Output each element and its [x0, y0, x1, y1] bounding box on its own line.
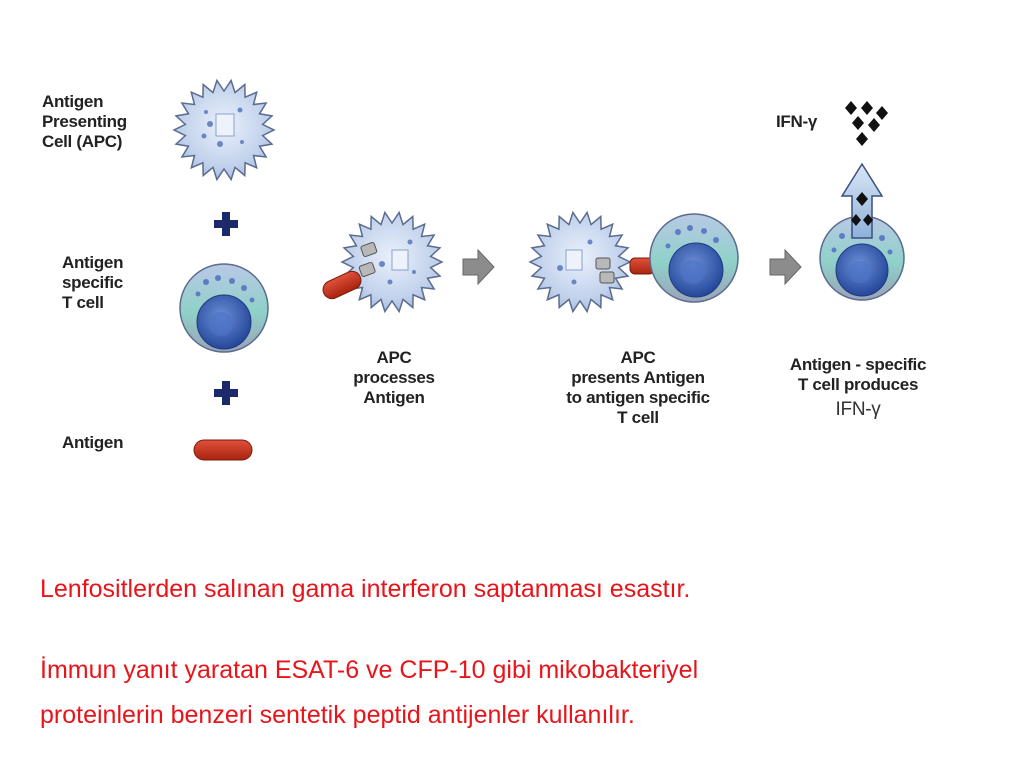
step2-caption: APC presents Antigen to antigen specific… — [566, 348, 710, 427]
antigen-icon — [322, 270, 362, 300]
apc-label: Antigen Presenting Cell (APC) — [42, 92, 127, 151]
step1-caption: APC processes Antigen — [353, 348, 435, 407]
t-cell-icon — [179, 263, 269, 353]
plus-icon — [214, 212, 238, 236]
antigen-label: Antigen — [62, 433, 124, 452]
t-cell-producing-icon — [819, 215, 905, 301]
t-cell-label: Antigen specific T cell — [62, 253, 124, 312]
text-line-2: İmmun yanıt yaratan ESAT-6 ve CFP-10 gib… — [40, 656, 699, 684]
ifn-gamma-label: IFN-γ — [776, 112, 818, 131]
apc-processing-icon — [340, 210, 444, 314]
text-line-1: Lenfositlerden salınan gama interferon s… — [40, 575, 691, 603]
immune-response-diagram — [172, 78, 905, 461]
ifn-gamma-molecule-icon — [851, 192, 873, 226]
step3-ifn-caption: IFN-γ — [835, 399, 881, 420]
ifn-gamma-molecules-icon — [845, 101, 888, 146]
antigen-icon — [193, 439, 253, 461]
t-cell-icon — [649, 213, 739, 303]
plus-icon — [214, 381, 238, 405]
apc-cell-icon — [172, 78, 276, 182]
step-arrow-icon — [462, 248, 495, 286]
text-line-3: proteinlerin benzeri sentetik peptid ant… — [40, 701, 635, 729]
apc-presenting-icon — [528, 210, 632, 314]
step-arrow-icon — [769, 248, 802, 286]
step3-caption: Antigen - specific T cell produces — [789, 355, 927, 394]
